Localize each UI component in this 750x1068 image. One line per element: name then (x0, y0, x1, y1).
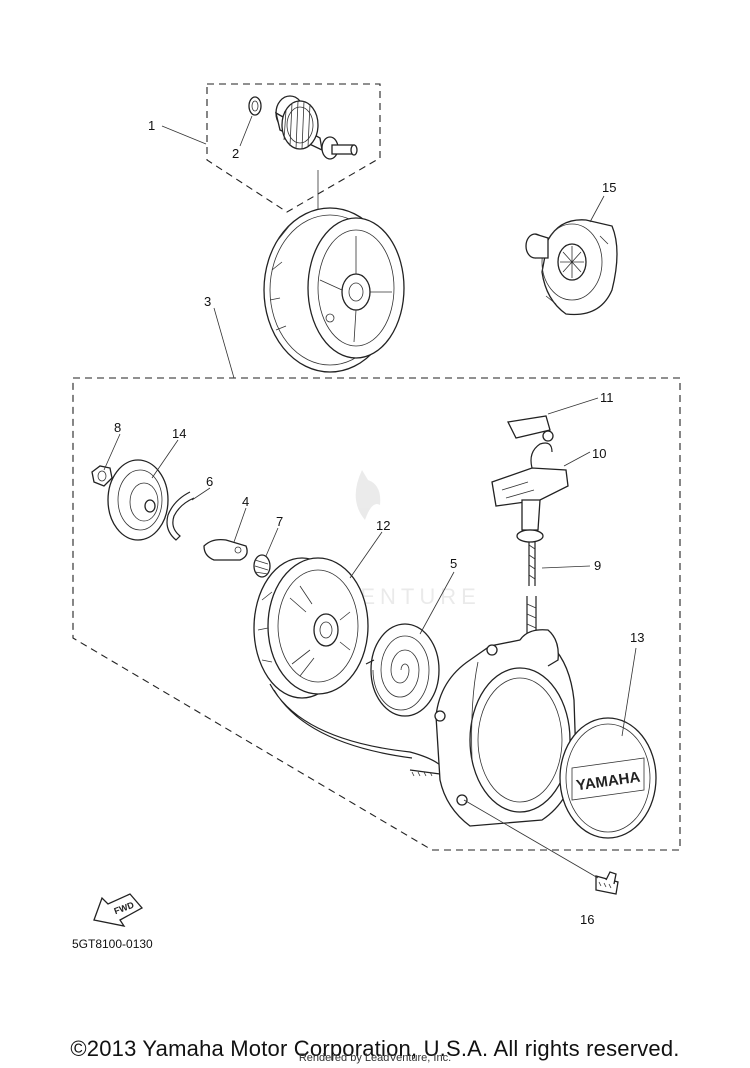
callout-8: 8 (114, 420, 121, 435)
part-2-washer (248, 96, 262, 116)
fwd-arrow-icon: FWD (93, 893, 144, 927)
part-4-pawl (203, 538, 248, 561)
part-10-handle (491, 442, 569, 543)
part-12-reel (253, 557, 369, 699)
watermark-logo-icon (355, 470, 381, 520)
part-7-spring (253, 554, 271, 578)
part-14-drive-plate (107, 459, 169, 541)
callout-6: 6 (206, 474, 213, 489)
callout-4: 4 (242, 494, 249, 509)
part-9-rope (526, 536, 537, 636)
group-1-outline (206, 83, 381, 213)
part-15-clutch (525, 219, 618, 316)
leader-lines (103, 115, 637, 879)
copyright-notice: ©2013 Yamaha Motor Corporation, U.S.A. A… (70, 1036, 680, 1061)
part-1-starter-gear (275, 95, 358, 160)
part-5-spiral-spring (365, 623, 440, 717)
diagram-code: 5GT8100-0130 (72, 937, 153, 951)
callout-9: 9 (594, 558, 601, 573)
callout-7: 7 (276, 514, 283, 529)
callout-13: 13 (630, 630, 644, 645)
part-6-spring-clip (166, 491, 195, 541)
callout-10: 10 (592, 446, 606, 461)
part-13-emblem: YAMAHA (559, 717, 657, 839)
callout-1: 1 (148, 118, 155, 133)
part-11-handle-cap (507, 415, 554, 442)
callout-2: 2 (232, 146, 239, 161)
callout-14: 14 (172, 426, 186, 441)
callout-3: 3 (204, 294, 211, 309)
callout-15: 15 (602, 180, 616, 195)
callouts: 1 2 3 4 5 6 7 8 9 10 11 12 13 14 15 16 (114, 118, 644, 927)
starter-rope (269, 683, 447, 773)
part-3-rotor (263, 207, 405, 373)
callout-12: 12 (376, 518, 390, 533)
callout-5: 5 (450, 556, 457, 571)
callout-16: 16 (580, 912, 594, 927)
part-8-nut (91, 465, 113, 487)
callout-11: 11 (600, 390, 614, 405)
group-3-outline (72, 377, 681, 851)
rendered-by-notice: Rendered by LeadVenture, Inc. (298, 1052, 452, 1064)
part-16-bolt (595, 871, 619, 895)
starter-case (434, 629, 577, 827)
